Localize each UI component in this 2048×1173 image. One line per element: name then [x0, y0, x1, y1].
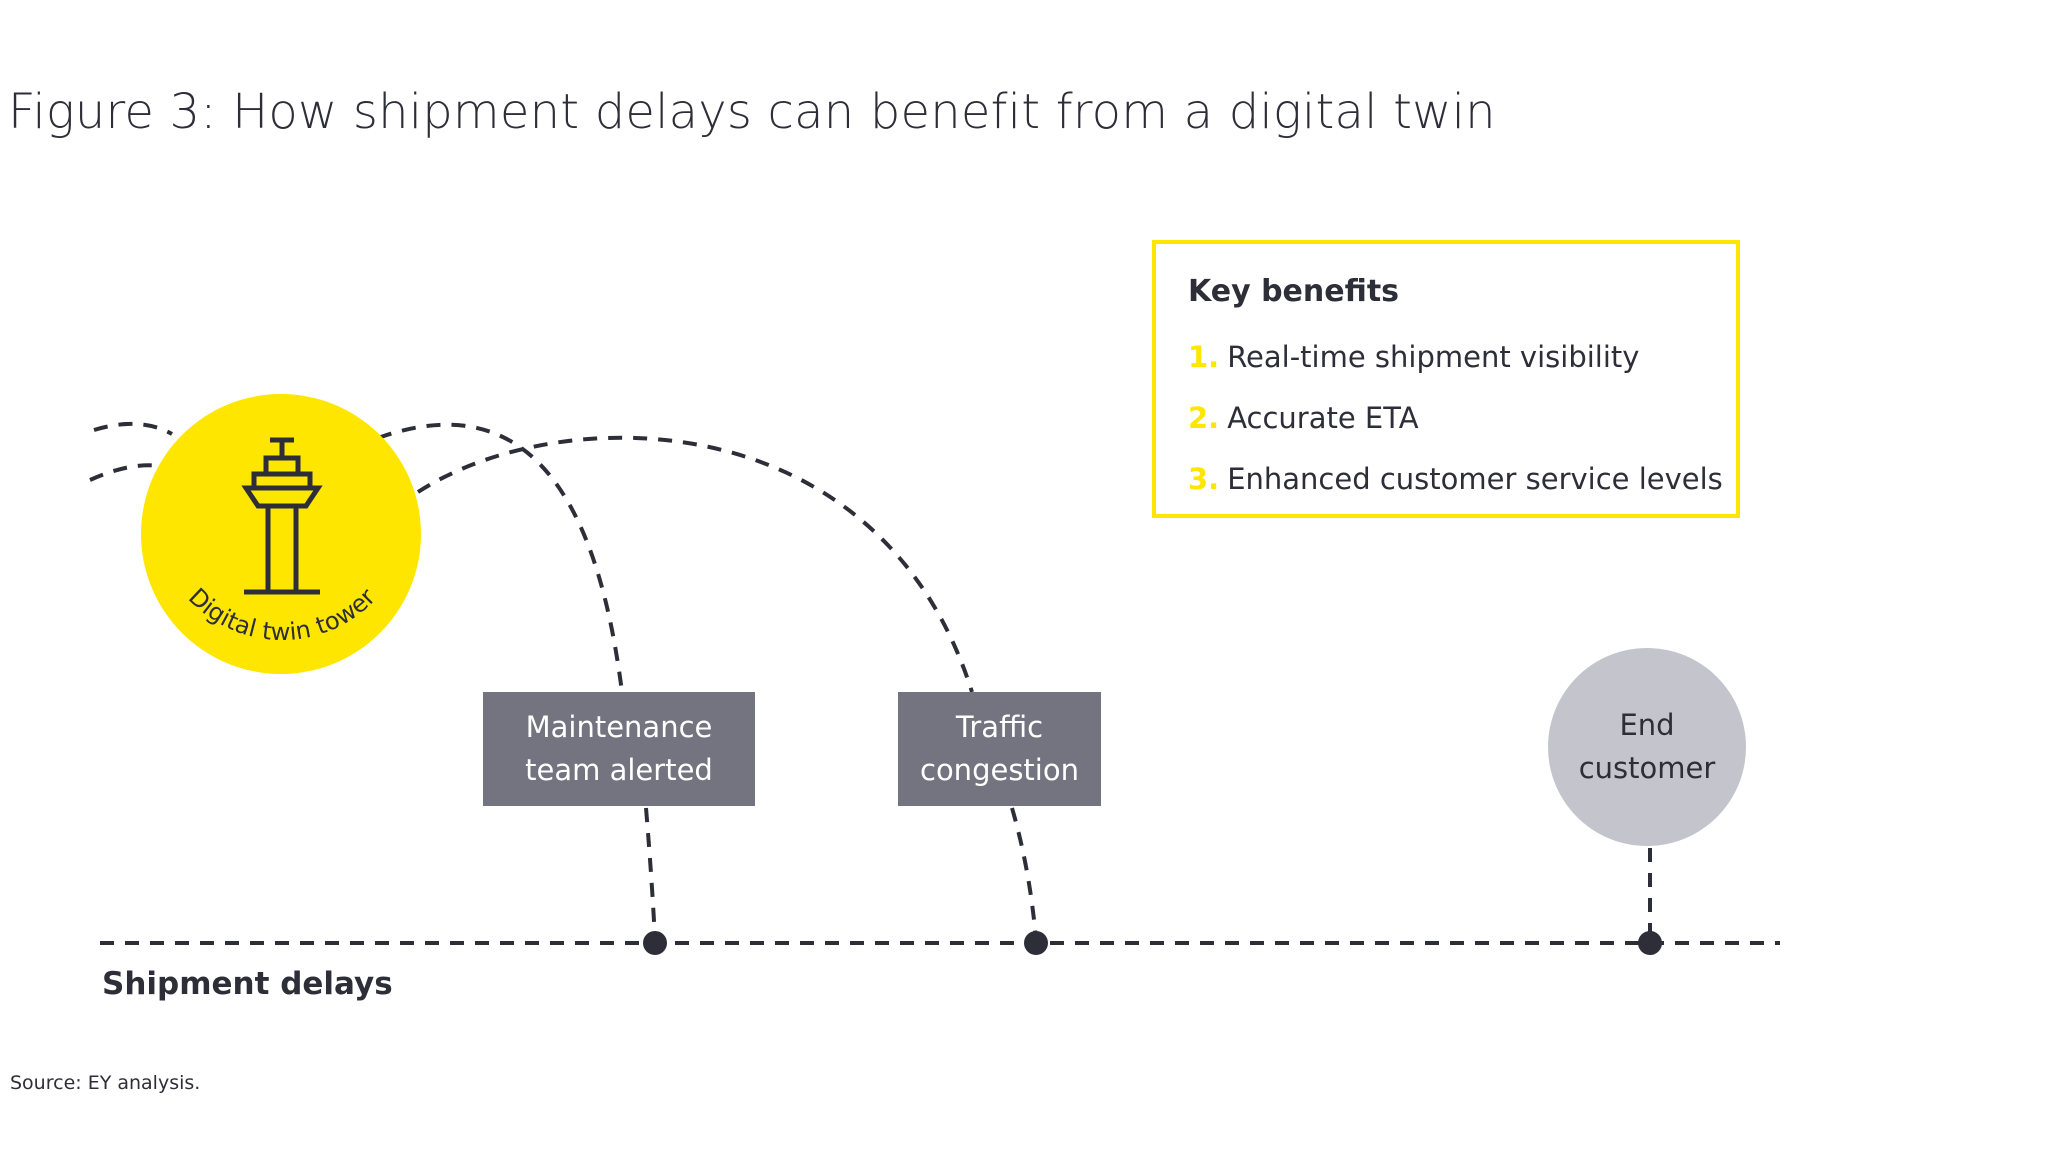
- arc-to-traffic: [416, 435, 974, 693]
- event-label-line: Maintenance: [525, 710, 713, 744]
- page-title: Figure 3: How shipment delays can benefi…: [8, 84, 1496, 140]
- timeline-node-maintenance: [643, 931, 667, 955]
- event-label-line: Traffic: [955, 710, 1044, 744]
- event-label-line: congestion: [920, 753, 1079, 787]
- traffic-drop-line: [1010, 807, 1038, 941]
- benefit-text: Accurate ETA: [1227, 401, 1419, 435]
- end-customer-label-line: customer: [1578, 751, 1716, 785]
- timeline-label: Shipment delays: [102, 966, 393, 1002]
- benefit-number: 3.: [1188, 462, 1220, 496]
- benefit-item-3: 3.Enhanced customer service levels: [1188, 462, 1723, 496]
- event-box-maintenance: Maintenance team alerted: [483, 692, 755, 806]
- key-benefits-box: Key benefits 1.Real-time shipment visibi…: [1152, 240, 1740, 518]
- tower-signal-arc-bottom: [89, 463, 161, 482]
- benefit-number: 1.: [1188, 340, 1220, 374]
- source-note: Source: EY analysis.: [10, 1072, 201, 1094]
- end-customer-label-line: End: [1619, 708, 1675, 742]
- benefit-text: Real-time shipment visibility: [1227, 340, 1640, 374]
- benefit-text: Enhanced customer service levels: [1227, 462, 1723, 496]
- timeline-node-traffic: [1024, 931, 1048, 955]
- maintenance-drop-line: [644, 807, 657, 941]
- control-tower-icon: [241, 437, 323, 595]
- event-label-line: team alerted: [525, 753, 713, 787]
- benefit-item-2: 2.Accurate ETA: [1188, 401, 1419, 435]
- arc-to-maintenance: [377, 422, 624, 693]
- digital-twin-tower: Digital twin tower: [141, 394, 421, 674]
- benefit-number: 2.: [1188, 401, 1220, 435]
- tower-signal-arc-top: [93, 421, 173, 436]
- key-benefits-heading: Key benefits: [1188, 274, 1400, 309]
- event-box-traffic: Traffic congestion: [898, 692, 1101, 806]
- timeline-node-end-customer: [1638, 931, 1662, 955]
- benefit-item-1: 1.Real-time shipment visibility: [1188, 340, 1639, 374]
- end-customer-circle: End customer: [1548, 648, 1746, 846]
